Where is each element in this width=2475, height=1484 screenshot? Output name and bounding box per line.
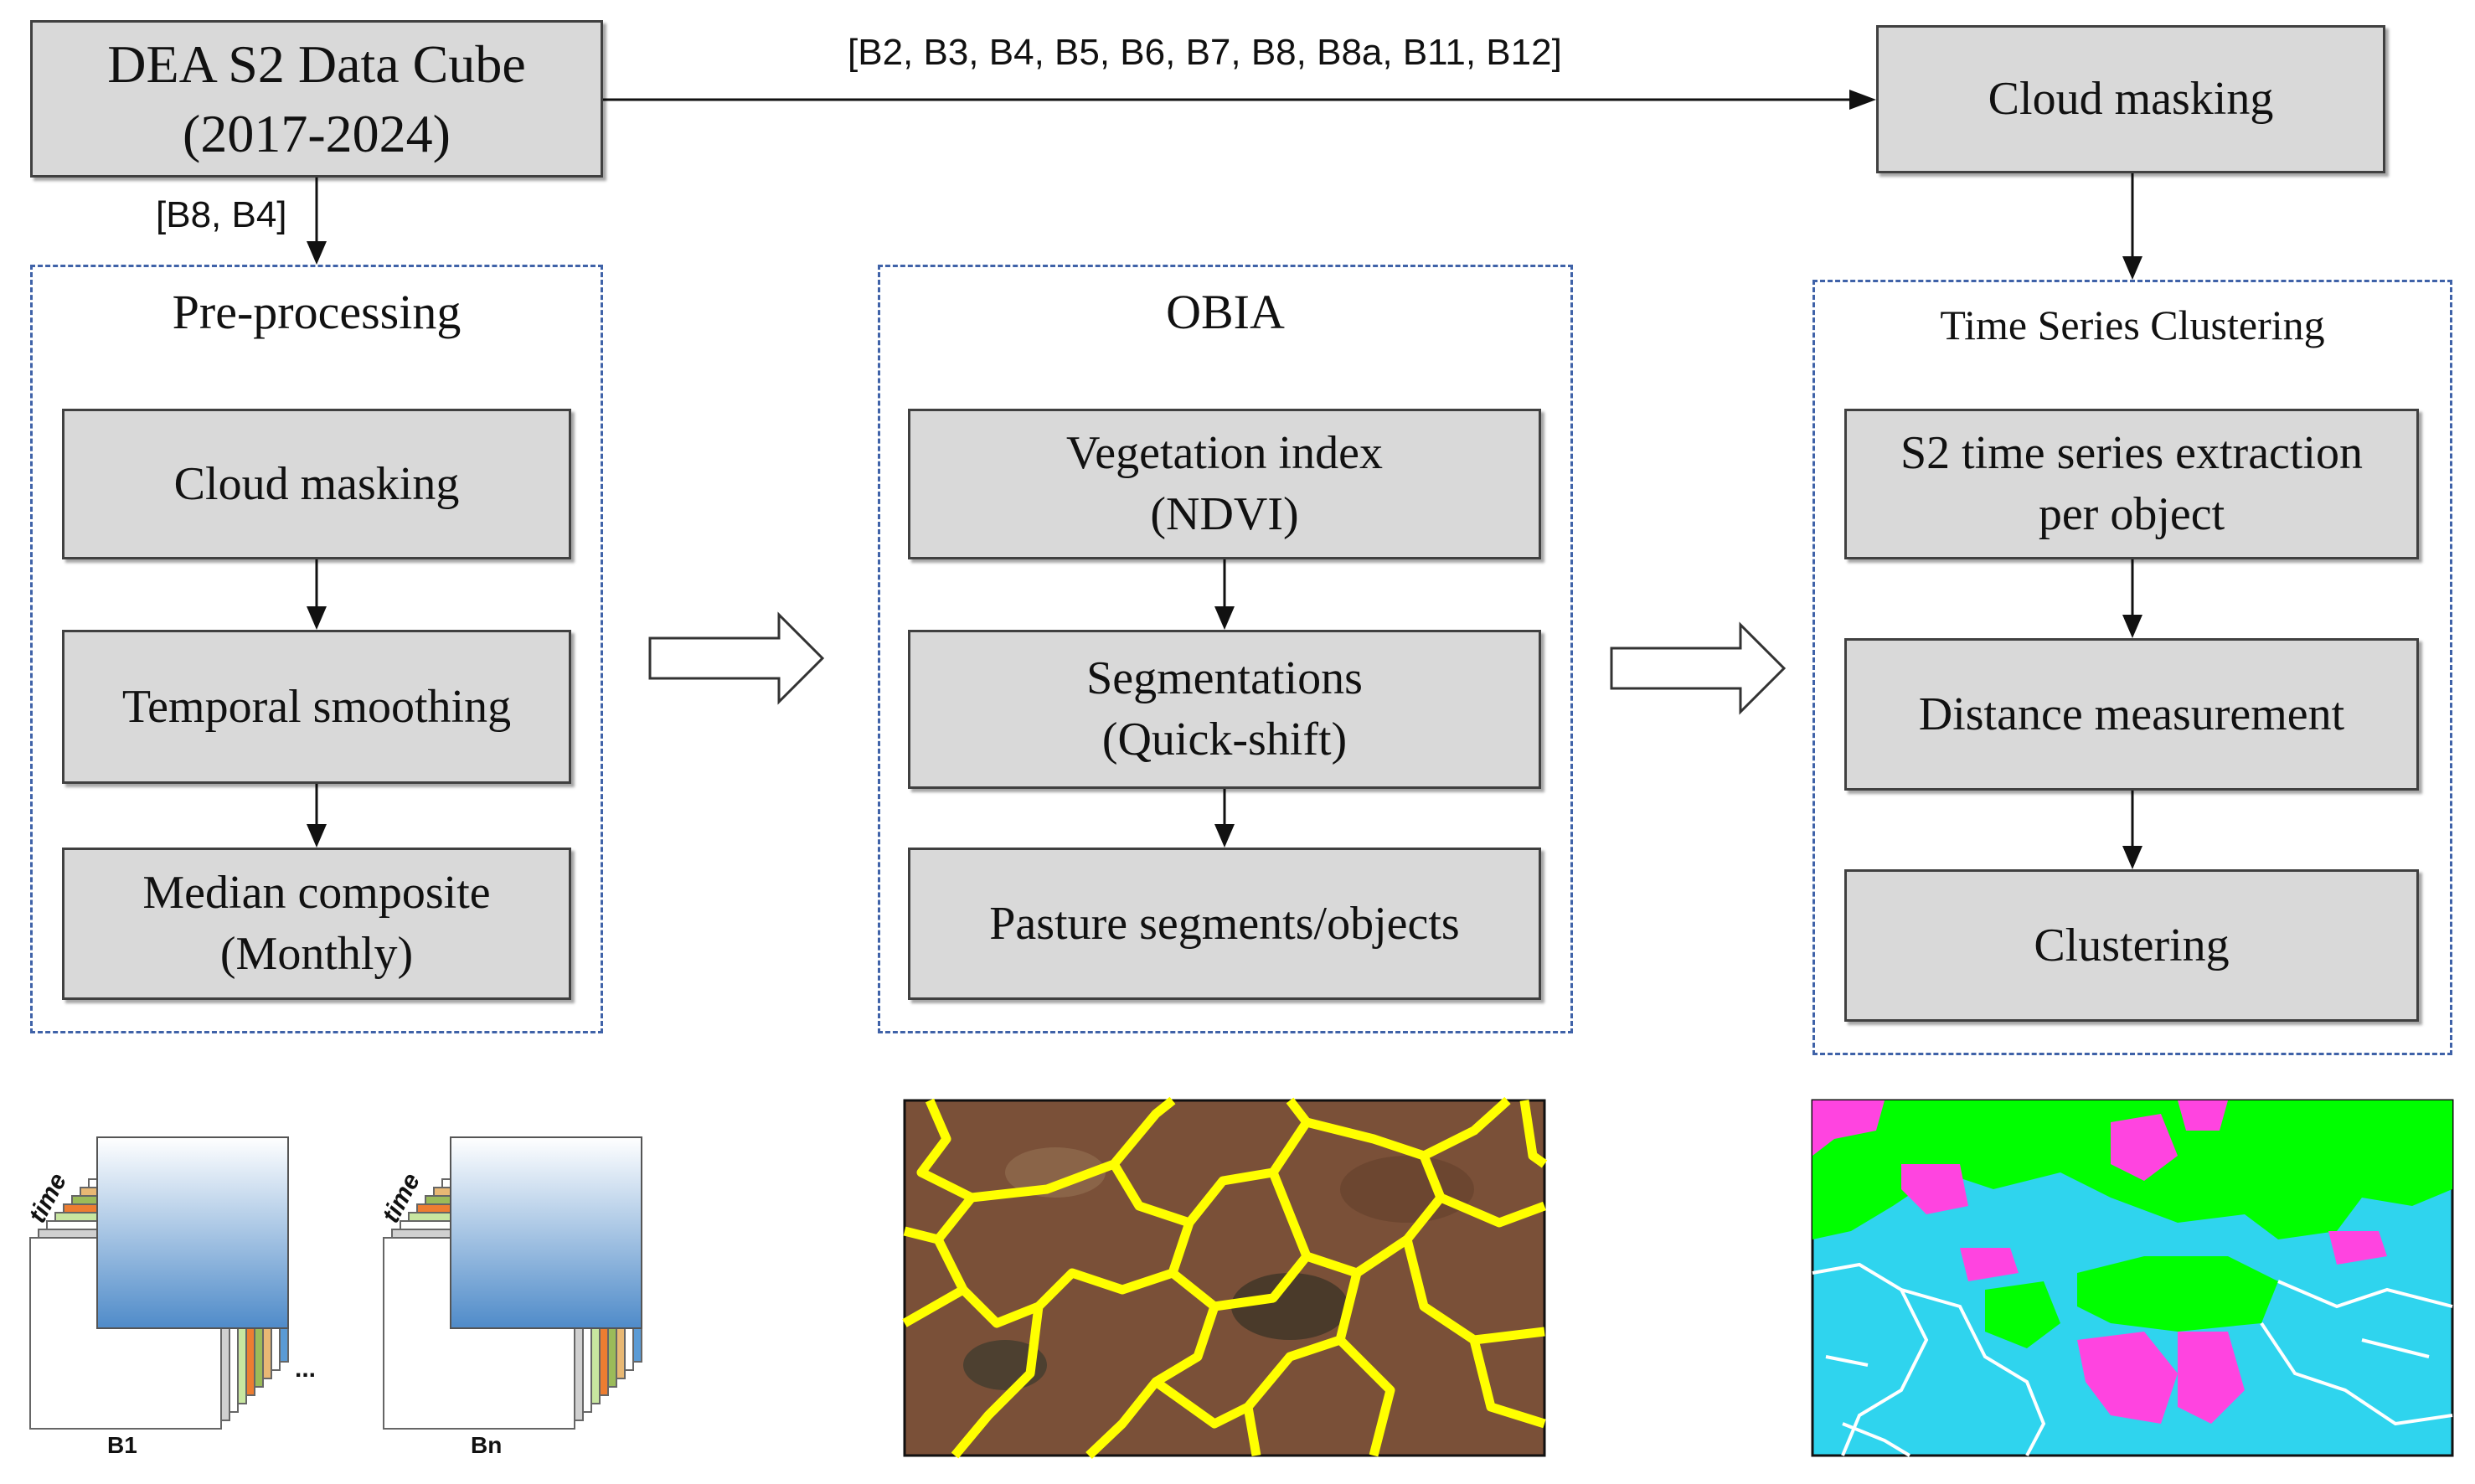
pre-step-3-sublabel: (Monthly)	[219, 928, 414, 980]
cloud-masking-top-box: Cloud masking	[1876, 25, 2385, 173]
source-title: DEA S2 Data Cube	[107, 33, 526, 94]
pre-step-2-label: Temporal smoothing	[121, 680, 512, 733]
obia-group: OBIA	[878, 265, 1573, 1033]
obia-step-2-sublabel: (Quick-shift)	[1101, 714, 1348, 765]
tsc-step-1-sublabel: per object	[2038, 488, 2225, 540]
side-bands-label: [B8, B4]	[156, 194, 287, 235]
stack-ellipsis: ...	[295, 1355, 317, 1383]
arrowhead-cloud-masking	[1849, 90, 1876, 110]
stack-label-b1: B1	[107, 1432, 137, 1458]
data-cube-source-box: DEA S2 Data Cube (2017-2024)	[30, 20, 603, 178]
clustering-image	[1811, 1099, 2454, 1457]
arrowhead-pre-2	[307, 606, 327, 630]
band-sheet-top	[96, 1136, 289, 1329]
block-arrow-obia-to-tsc	[1610, 621, 1787, 715]
stack-label-bn: Bn	[471, 1432, 503, 1458]
obia-title: OBIA	[1166, 285, 1285, 339]
tsc-step-clustering: Clustering	[1844, 869, 2419, 1022]
source-years: (2017-2024)	[183, 104, 451, 163]
pre-step-3-label: Median composite	[142, 867, 491, 920]
pre-step-cloud-masking: Cloud masking	[62, 409, 571, 559]
block-arrow-pre-to-obia	[648, 611, 825, 705]
obia-step-segmentations: Segmentations (Quick-shift)	[908, 630, 1541, 789]
segmentation-image	[902, 1096, 1548, 1459]
obia-step-3-label: Pasture segments/objects	[989, 897, 1460, 950]
arrowhead-obia-2	[1214, 606, 1235, 630]
pre-step-temporal-smoothing: Temporal smoothing	[62, 630, 571, 784]
clustering-group: Time Series Clustering	[1812, 280, 2452, 1055]
arrowhead-preprocessing	[307, 241, 327, 265]
band-stack-b1	[29, 1136, 289, 1430]
top-bands-label: [B2, B3, B4, B5, B6, B7, B8, B8a, B11, B…	[848, 32, 1562, 73]
obia-step-2-label: Segmentations	[1086, 652, 1363, 705]
pre-step-median-composite: Median composite (Monthly)	[62, 848, 571, 1000]
tsc-step-distance-measurement: Distance measurement	[1844, 638, 2419, 791]
tsc-step-2-label: Distance measurement	[1918, 688, 2345, 740]
arrowhead-pre-3	[307, 824, 327, 848]
clustering-title: Time Series Clustering	[1940, 301, 2325, 348]
arrowhead-clustering-group	[2122, 256, 2142, 280]
band-sheet-top	[450, 1136, 642, 1329]
tsc-step-time-series-extraction: S2 time series extraction per object	[1844, 409, 2419, 559]
arrowhead-obia-3	[1214, 824, 1235, 848]
obia-step-1-label: Vegetation index	[1066, 427, 1383, 480]
cloud-masking-top-label: Cloud masking	[1988, 73, 2274, 126]
tsc-step-3-label: Clustering	[2034, 919, 2230, 971]
tsc-step-1-label: S2 time series extraction	[1900, 427, 2364, 480]
arrowhead-tsc-3	[2122, 846, 2142, 869]
obia-step-vegetation-index: Vegetation index (NDVI)	[908, 409, 1541, 559]
pre-step-1-label: Cloud masking	[173, 457, 460, 510]
preprocessing-title: Pre-processing	[172, 285, 461, 339]
obia-step-1-sublabel: (NDVI)	[1150, 488, 1299, 540]
band-stack-bn	[383, 1136, 642, 1430]
arrowhead-tsc-2	[2122, 615, 2142, 638]
obia-step-pasture-segments: Pasture segments/objects	[908, 848, 1541, 1000]
preprocessing-group: Pre-processing	[30, 265, 603, 1033]
